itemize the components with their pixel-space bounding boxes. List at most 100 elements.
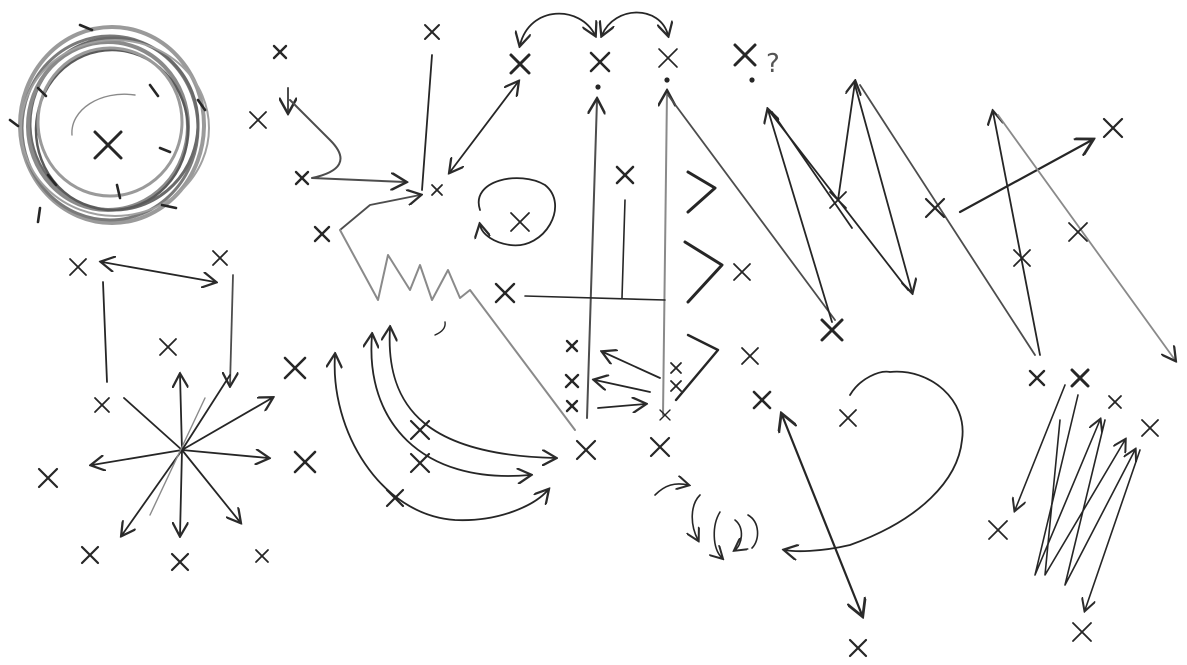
orbit-ring: [22, 36, 198, 220]
heart-spine: [782, 415, 862, 615]
square-loop: [102, 262, 233, 385]
chevron-marks: [676, 172, 722, 400]
star-ray: [122, 450, 182, 535]
cross-mark: [850, 640, 866, 656]
cross-mark: [295, 452, 315, 472]
cross-mark: [617, 167, 633, 183]
big-zigzag: [668, 82, 1175, 360]
cross-mark: [511, 55, 529, 73]
edge-right: [230, 275, 233, 385]
swap-arc-right: [602, 13, 668, 36]
cross-mark: [671, 381, 681, 391]
dot-1: [595, 84, 600, 89]
parallel-columns: [525, 92, 667, 418]
cross-mark: [1073, 623, 1091, 641]
edge-left: [103, 282, 107, 382]
cross-mark: [577, 441, 595, 459]
orbit-rings: [20, 27, 209, 223]
cross-mark: [39, 469, 57, 487]
star-ray: [124, 398, 182, 450]
nested-arcs: [335, 322, 555, 520]
orbit-ring: [28, 42, 188, 210]
cross-mark: [432, 185, 442, 195]
mountain-path: [340, 230, 575, 430]
star-rays: [92, 375, 272, 535]
dots: [595, 77, 754, 89]
cross-mark: [70, 259, 86, 275]
orbit-diagram: [10, 25, 209, 223]
cross-mark: [95, 398, 109, 412]
short-arrow-2: [595, 380, 650, 392]
crossbar-stem: [622, 200, 625, 298]
cross-mark: [840, 410, 856, 426]
cross-mark: [425, 25, 439, 39]
swap-arrows: [520, 13, 668, 46]
link-arrow: [450, 82, 518, 172]
column-right: [663, 92, 667, 415]
edge-top: [102, 262, 215, 282]
zig-up-2: [838, 82, 855, 200]
vertical-stem: [422, 55, 432, 190]
orbit-ring: [38, 48, 182, 196]
dot-3: [749, 77, 754, 82]
swap-arc-left: [520, 14, 595, 45]
cross-mark: [1072, 370, 1088, 386]
zigzag-arrow-2: [290, 100, 405, 182]
crossbar: [525, 296, 665, 300]
cross-mark: [1109, 396, 1121, 408]
cross-mark: [1030, 371, 1044, 385]
cross-mark: [511, 213, 529, 231]
cross-mark: [387, 490, 403, 506]
cross-mark: [250, 112, 266, 128]
dot-2: [664, 77, 669, 82]
star-ray: [182, 450, 240, 522]
cross-mark: [659, 49, 677, 67]
zig-down-4: [998, 115, 1175, 360]
star-ray: [92, 450, 182, 465]
star-ray: [180, 450, 182, 535]
zig-down-3: [860, 85, 1035, 355]
star-ray: [182, 375, 230, 450]
cross-mark: [822, 320, 842, 340]
cross-mark: [411, 454, 429, 472]
cross-mark: [411, 421, 429, 439]
x-marks: [39, 25, 1158, 656]
chevron-3: [676, 335, 718, 400]
self-loop-arc: [479, 178, 555, 245]
cross-mark: [566, 375, 578, 387]
cross-mark: [651, 438, 669, 456]
spring-bundle: [1015, 385, 1140, 610]
heart-loop: [782, 372, 963, 615]
short-arrow-3: [598, 404, 645, 408]
cross-mark: [735, 45, 755, 65]
starburst: [92, 375, 272, 535]
column-left: [587, 100, 597, 418]
cross-mark: [754, 392, 770, 408]
question-mark-annotation: ?: [766, 49, 780, 79]
star-ray: [182, 398, 272, 450]
zig-down-2: [855, 85, 912, 292]
zig-up-1: [768, 110, 832, 322]
mountain-line: [340, 230, 575, 430]
arc-small-tick: [435, 322, 445, 335]
self-loop: [479, 178, 555, 245]
cross-mark: [567, 341, 577, 351]
zig-across: [960, 140, 1092, 212]
cross-mark: [213, 251, 227, 265]
orbit-inner-arc: [72, 94, 135, 135]
chevron-1: [688, 172, 715, 212]
cross-mark: [274, 46, 286, 58]
cross-mark: [671, 363, 681, 373]
chevron-2: [685, 242, 722, 302]
cross-mark: [160, 339, 176, 355]
arc-outer: [335, 355, 548, 520]
cross-mark: [1142, 420, 1158, 436]
cross-mark: [989, 521, 1007, 539]
star-ray: [150, 398, 205, 515]
heart-curve: [785, 372, 963, 551]
star-ray: [180, 375, 182, 450]
cross-mark: [742, 348, 758, 364]
cross-mark: [496, 284, 514, 302]
cross-mark: [315, 227, 329, 241]
